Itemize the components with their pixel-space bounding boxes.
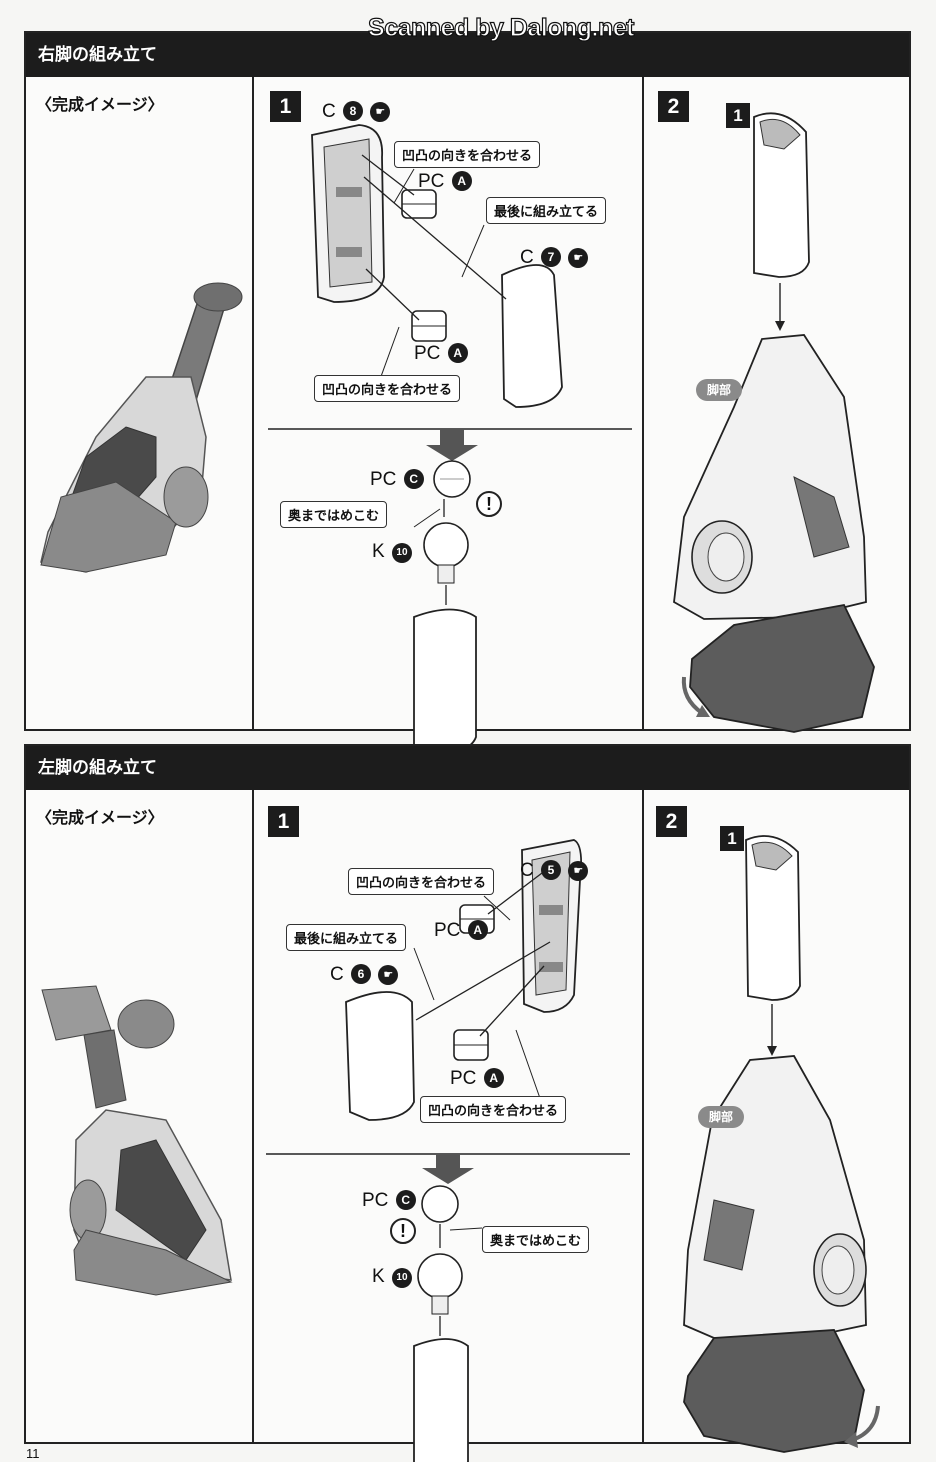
part-letter-badge: A (467, 920, 488, 940)
part-label-pca-2: PC A (414, 343, 468, 365)
page-number: 11 (26, 1446, 40, 1461)
completed-leg-illustration (40, 282, 243, 573)
part-label-pcc: PC C (362, 1190, 416, 1212)
callout-push-in: 奥まではめこむ (482, 1226, 590, 1253)
part-label-k10: K 10 (372, 541, 412, 563)
sub-step-number: 1 (726, 103, 750, 128)
step-number: 2 (656, 806, 687, 837)
completed-image-label: 〈完成イメージ〉 (36, 808, 164, 827)
section-title: 左脚の組み立て (26, 746, 909, 790)
part-label-c7: C 7 ☛ (520, 247, 589, 269)
completed-image-label: 〈完成イメージ〉 (36, 95, 164, 114)
callout-align-top: 凹凸の向きを合わせる (394, 141, 541, 168)
part-number-badge: 10 (391, 1268, 412, 1288)
part-number-badge: 10 (391, 543, 412, 563)
sub-step-number: 1 (720, 826, 744, 851)
part-label-pca-2: PC A (450, 1068, 504, 1090)
part-label-k10: K 10 (372, 1266, 412, 1288)
step1-panel: 1 (254, 77, 644, 754)
part-label-pcc: PC C (370, 469, 424, 491)
part-label-c8: C 8 ☛ (322, 101, 391, 123)
part-letter-badge: C (403, 469, 424, 489)
step-number: 2 (658, 91, 689, 122)
part-letter-badge: A (447, 343, 468, 363)
completed-leg-illustration (41, 985, 233, 1296)
part-number-badge: 6 (351, 964, 372, 984)
step2-panel: 2 1 脚部 (644, 77, 909, 733)
part-label-c6: C 6 ☛ (330, 964, 399, 986)
completed-image-panel: 〈完成イメージ〉 (26, 790, 254, 1442)
step1-diagram (266, 839, 630, 1462)
hand-pointer-icon: ☛ (568, 248, 589, 268)
part-number-badge: 5 (541, 860, 562, 880)
hand-pointer-icon: ☛ (568, 861, 589, 881)
exclamation-icon: ! (390, 1218, 416, 1244)
callout-assemble-last: 最後に組み立てる (486, 197, 607, 224)
step2-diagram (683, 835, 880, 1453)
callout-align-top: 凹凸の向きを合わせる (348, 868, 495, 895)
part-label-pca-1: PC A (418, 171, 472, 193)
section-left-leg: 左脚の組み立て 〈完成イメージ〉 1 (24, 744, 911, 1462)
step-number: 1 (270, 91, 301, 122)
watermark: Scanned by Dalong.net (367, 13, 635, 42)
section-right-leg: 右脚の組み立て 〈完成イメージ〉 1 (24, 31, 911, 754)
part-number-badge: 7 (541, 247, 562, 267)
step1-panel: 1 (254, 790, 644, 1462)
hand-pointer-icon: ☛ (378, 965, 399, 985)
callout-push-in: 奥まではめこむ (280, 501, 388, 528)
completed-image-panel: 〈完成イメージ〉 (26, 77, 254, 729)
part-number-badge: 8 (343, 101, 364, 121)
step2-panel: 2 1 脚部 (644, 790, 909, 1453)
callout-assemble-last: 最後に組み立てる (286, 924, 407, 951)
exclamation-icon: ! (476, 491, 502, 517)
part-label-pca-1: PC A (434, 920, 488, 942)
hand-pointer-icon: ☛ (370, 102, 391, 122)
callout-align-bottom: 凹凸の向きを合わせる (314, 375, 461, 402)
part-letter-badge: A (483, 1068, 504, 1088)
part-letter-badge: A (451, 171, 472, 191)
section-title: 右脚の組み立て (26, 33, 909, 77)
part-letter-badge: C (395, 1190, 416, 1210)
leg-part-tag: 脚部 (696, 379, 742, 401)
callout-align-bottom: 凹凸の向きを合わせる (420, 1096, 567, 1123)
step-number: 1 (268, 806, 299, 837)
leg-part-tag: 脚部 (698, 1106, 744, 1128)
step2-diagram (673, 112, 875, 733)
step1-diagram (268, 124, 632, 754)
part-label-c5: C 5 ☛ (520, 860, 589, 882)
